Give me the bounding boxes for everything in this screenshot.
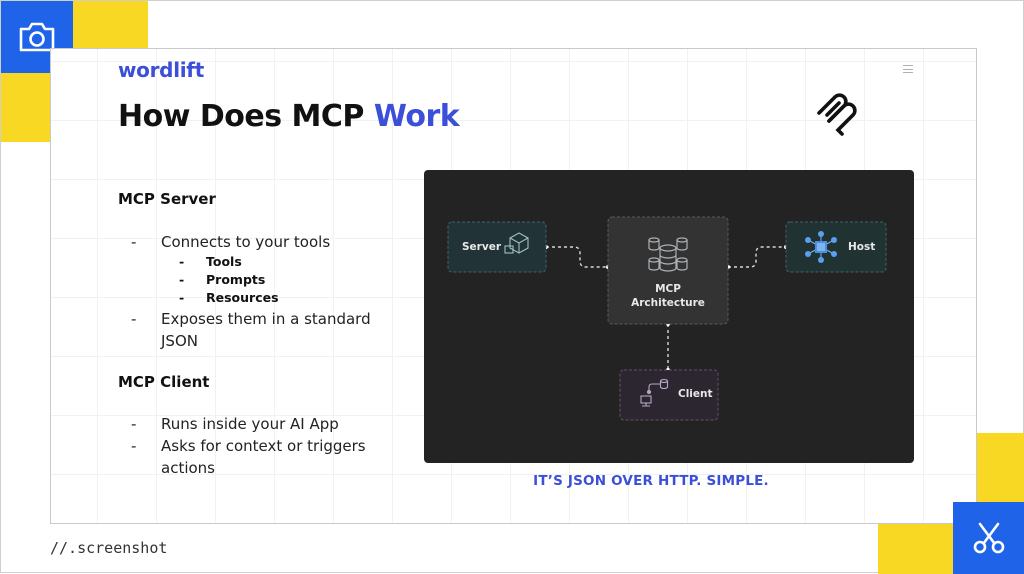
bullet-exposes: Exposes them in a standard JSON [131, 308, 391, 352]
client-node [619, 369, 719, 421]
center-label-mcp: MCP [655, 283, 681, 295]
client-label: Client [678, 388, 713, 400]
title-accent: Work [373, 99, 460, 134]
section-heading-client: MCP Client [118, 373, 210, 391]
brand-logo: wordlift [118, 58, 204, 82]
scissors-button[interactable] [953, 502, 1024, 574]
bullet-runs: Runs inside your AI App [131, 413, 391, 435]
mcp-architecture-diagram: Server MCP Architecture Host Client [424, 170, 914, 463]
diagram-caption: IT’S JSON OVER HTTP. SIMPLE. [533, 473, 769, 489]
subbullet-tools: Tools [179, 253, 242, 271]
host-label: Host [848, 241, 876, 253]
cube-icon [504, 232, 529, 254]
slide-title: How Does MCP Work [118, 99, 460, 134]
host-node [785, 221, 887, 273]
bullet-connects: Connects to your tools [131, 231, 391, 253]
bullet-asks: Asks for context or triggers actions [131, 435, 381, 479]
screenshot-watermark: //.screenshot [50, 539, 168, 557]
client-device-icon [640, 378, 669, 407]
server-label: Server [462, 241, 502, 253]
section-heading-server: MCP Server [118, 190, 216, 208]
title-main: How Does MCP [118, 99, 374, 134]
presentation-slide: wordlift How Does MCP Work MCP Server Co… [50, 48, 977, 524]
subbullet-resources: Resources [179, 289, 279, 307]
menu-icon[interactable] [903, 65, 913, 73]
mcp-logo-icon [817, 93, 857, 136]
center-label-architecture: Architecture [631, 297, 705, 309]
network-icon [805, 231, 837, 263]
camera-icon [19, 22, 55, 52]
scissors-icon [973, 522, 1005, 554]
database-cluster-icon [648, 237, 688, 272]
subbullet-prompts: Prompts [179, 271, 265, 289]
